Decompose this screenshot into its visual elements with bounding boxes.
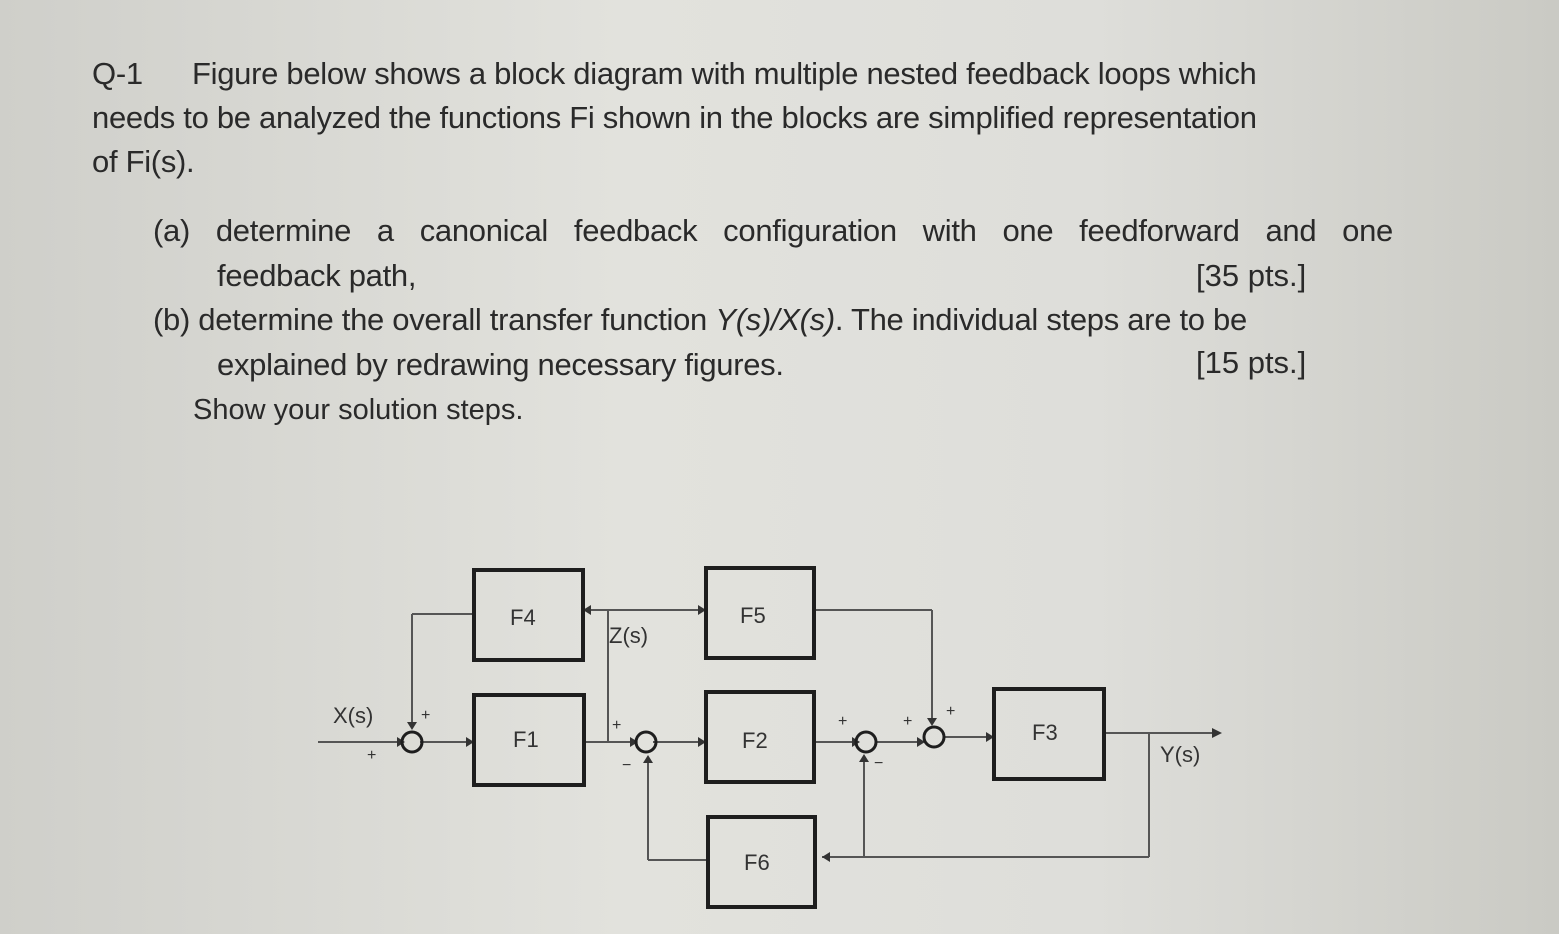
block-f2: F2 xyxy=(704,690,816,784)
part-b-line-1: (b) determine the overall transfer funct… xyxy=(153,302,1247,337)
signal-z-label: Z(s) xyxy=(609,623,648,648)
block-f4-label: F4 xyxy=(510,605,536,630)
part-a-points: [35 pts.] xyxy=(1196,258,1307,293)
arrow-f1-in xyxy=(466,737,474,747)
summing-junction-3 xyxy=(854,730,878,754)
sign-sj1-top: + xyxy=(421,707,430,724)
sign-sj4-left: + xyxy=(903,713,912,730)
block-f6: F6 xyxy=(706,815,817,909)
part-a-line-1: (a) determine a canonical feedback confi… xyxy=(153,213,1393,248)
arrow-sj4-in xyxy=(917,737,925,747)
arrow-f4-in xyxy=(583,605,591,615)
sign-sj3-bottom: − xyxy=(874,755,883,772)
arrow-sj3-fb xyxy=(859,754,869,762)
block-f5-label: F5 xyxy=(740,603,766,628)
summing-junction-4 xyxy=(922,725,946,749)
part-a-line-2: feedback path, xyxy=(217,258,417,293)
block-f1-box xyxy=(472,693,586,787)
sign-sj1-left: + xyxy=(367,747,376,764)
sign-sj3-left: + xyxy=(838,713,847,730)
arrow-f3-in xyxy=(986,732,994,742)
block-f1-label: F1 xyxy=(513,727,539,752)
sign-sj2-bottom: − xyxy=(622,757,631,774)
block-f4-box xyxy=(472,568,585,662)
summing-junction-2 xyxy=(634,730,658,754)
block-f4: F4 xyxy=(472,568,585,662)
block-f3: F3 xyxy=(992,687,1106,781)
block-f6-box xyxy=(706,815,817,909)
question-number: Q-1 xyxy=(92,56,143,91)
arrow-sj1-fb xyxy=(407,722,417,730)
arrow-f6-in xyxy=(822,852,830,862)
sign-sj2-left: + xyxy=(612,717,621,734)
arrow-output xyxy=(1212,728,1222,738)
block-f2-label: F2 xyxy=(742,728,768,753)
sign-sj4-top: + xyxy=(946,703,955,720)
arrow-f5-in xyxy=(698,605,706,615)
arrow-sj2-in xyxy=(630,737,638,747)
arrow-f2-in xyxy=(698,737,706,747)
signal-output-label: Y(s) xyxy=(1160,742,1200,767)
signal-lines xyxy=(318,605,1222,862)
block-f3-label: F3 xyxy=(1032,720,1058,745)
block-f5: F5 xyxy=(704,566,816,660)
block-f5-box xyxy=(704,566,816,660)
block-f1: F1 xyxy=(472,693,586,787)
block-f2-box xyxy=(704,690,816,784)
transfer-function: Y(s)/X(s) xyxy=(715,302,835,337)
block-f6-label: F6 xyxy=(744,850,770,875)
block-f3-box xyxy=(992,687,1106,781)
part-b-points: [15 pts.] xyxy=(1196,345,1307,380)
arrow-sj4-ff xyxy=(927,718,937,726)
signal-input-label: X(s) xyxy=(333,703,373,728)
arrow-sj2-fb xyxy=(643,755,653,763)
summing-junction-1 xyxy=(400,730,424,754)
question-line-2: needs to be analyzed the functions Fi sh… xyxy=(92,100,1257,135)
question-line-3: of Fi(s). xyxy=(92,144,195,179)
show-steps-note: Show your solution steps. xyxy=(193,394,524,426)
part-b-line-2: explained by redrawing necessary figures… xyxy=(217,347,784,382)
